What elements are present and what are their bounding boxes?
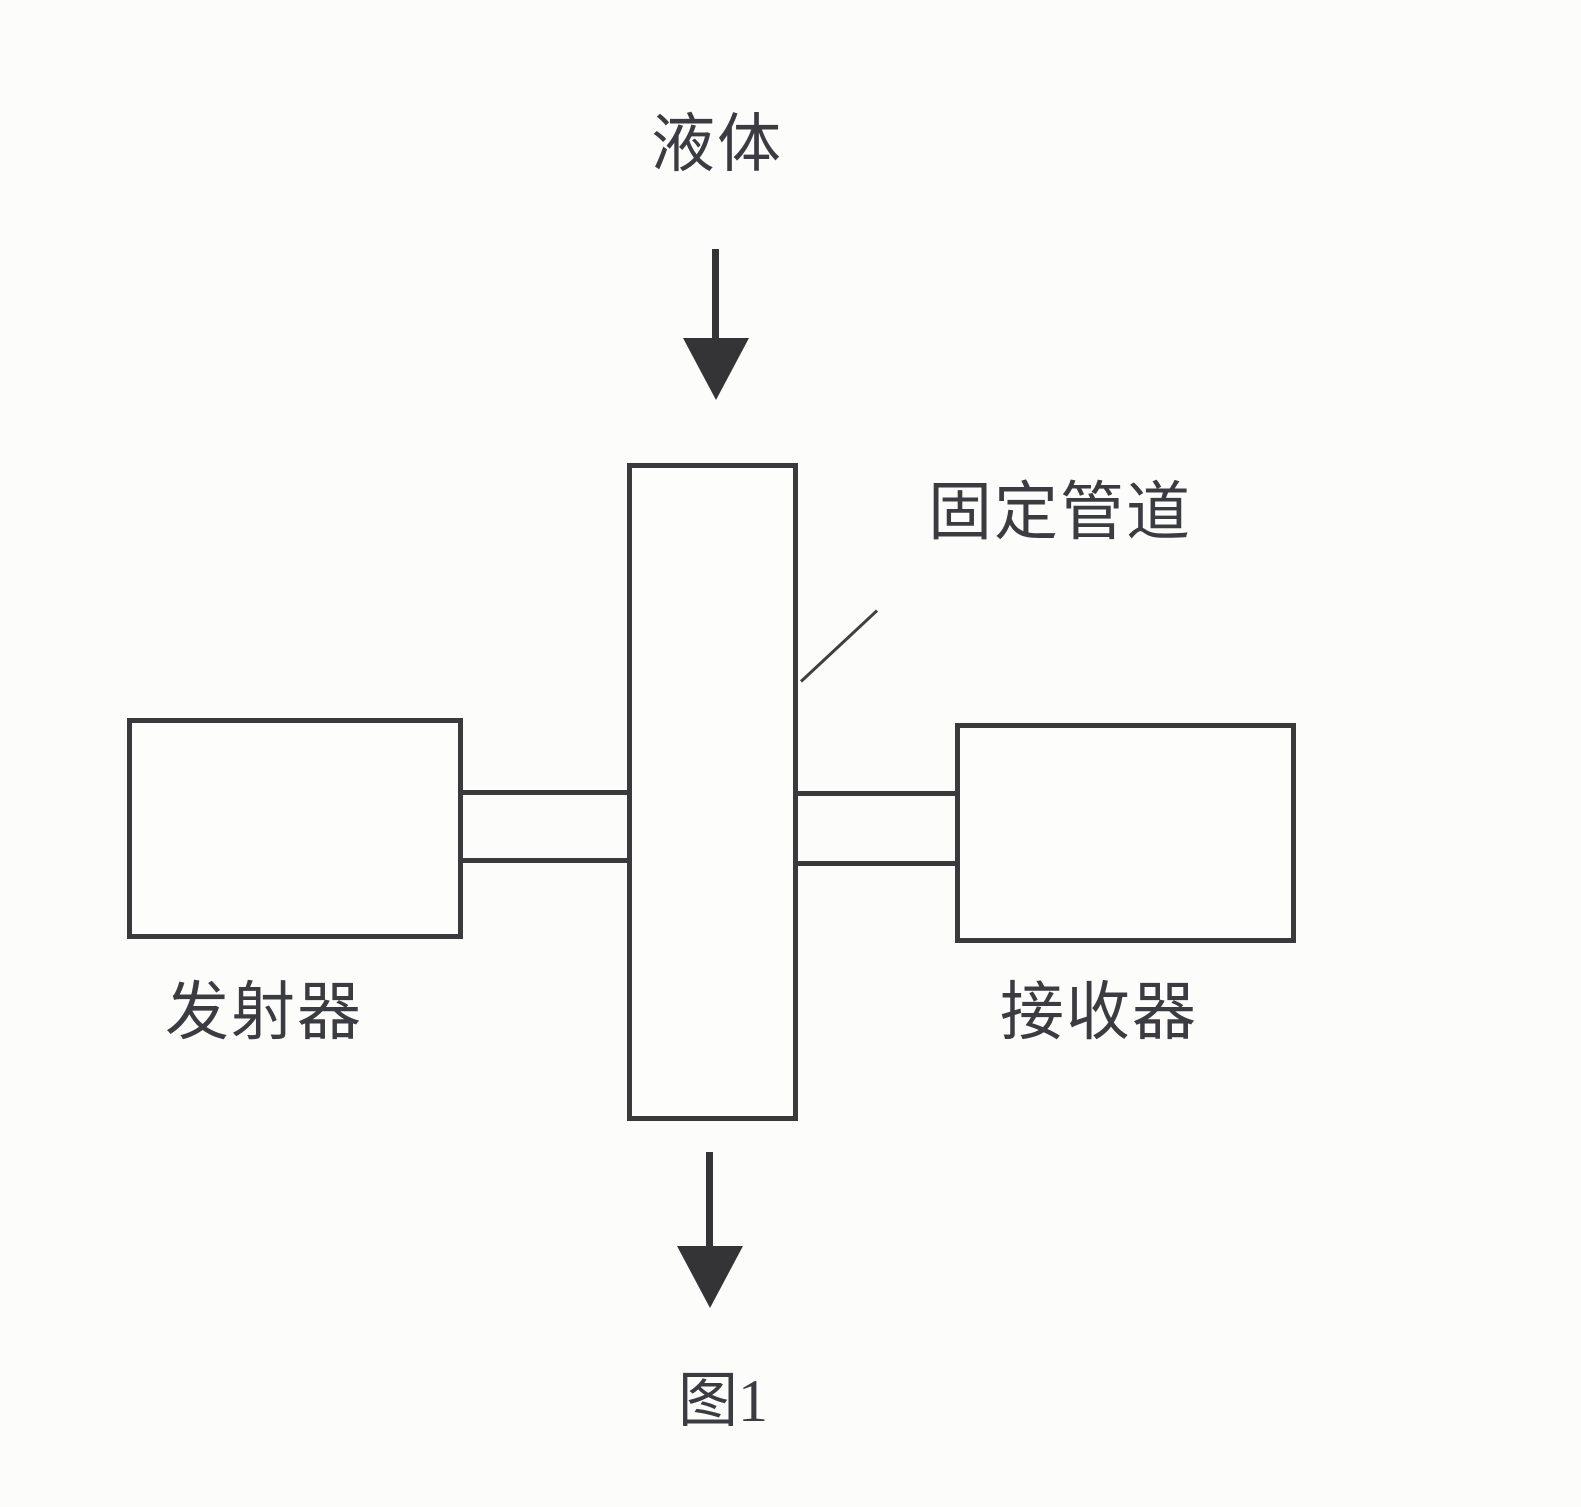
- down-arrow-head-icon: [683, 338, 749, 400]
- right-connector-bottom-line: [795, 861, 958, 866]
- right-connector-top-line: [795, 791, 958, 796]
- down-arrow-icon: [706, 1152, 713, 1252]
- down-arrow-head-icon: [677, 1246, 743, 1308]
- pipe-leader-line: [799, 609, 879, 683]
- left-connector-top-line: [462, 790, 630, 795]
- fixed-pipe-label: 固定管道: [928, 477, 1192, 548]
- receiver-label: 接收器: [1000, 977, 1198, 1048]
- left-connector-bottom-line: [462, 858, 630, 863]
- down-arrow-icon: [712, 249, 719, 344]
- transmitter-label: 发射器: [165, 977, 363, 1048]
- transmitter-box: [127, 718, 463, 939]
- receiver-box: [955, 723, 1296, 943]
- figure-caption: 图1: [678, 1368, 768, 1434]
- liquid-label: 液体: [651, 109, 783, 180]
- fixed-pipe-rect: [627, 463, 798, 1121]
